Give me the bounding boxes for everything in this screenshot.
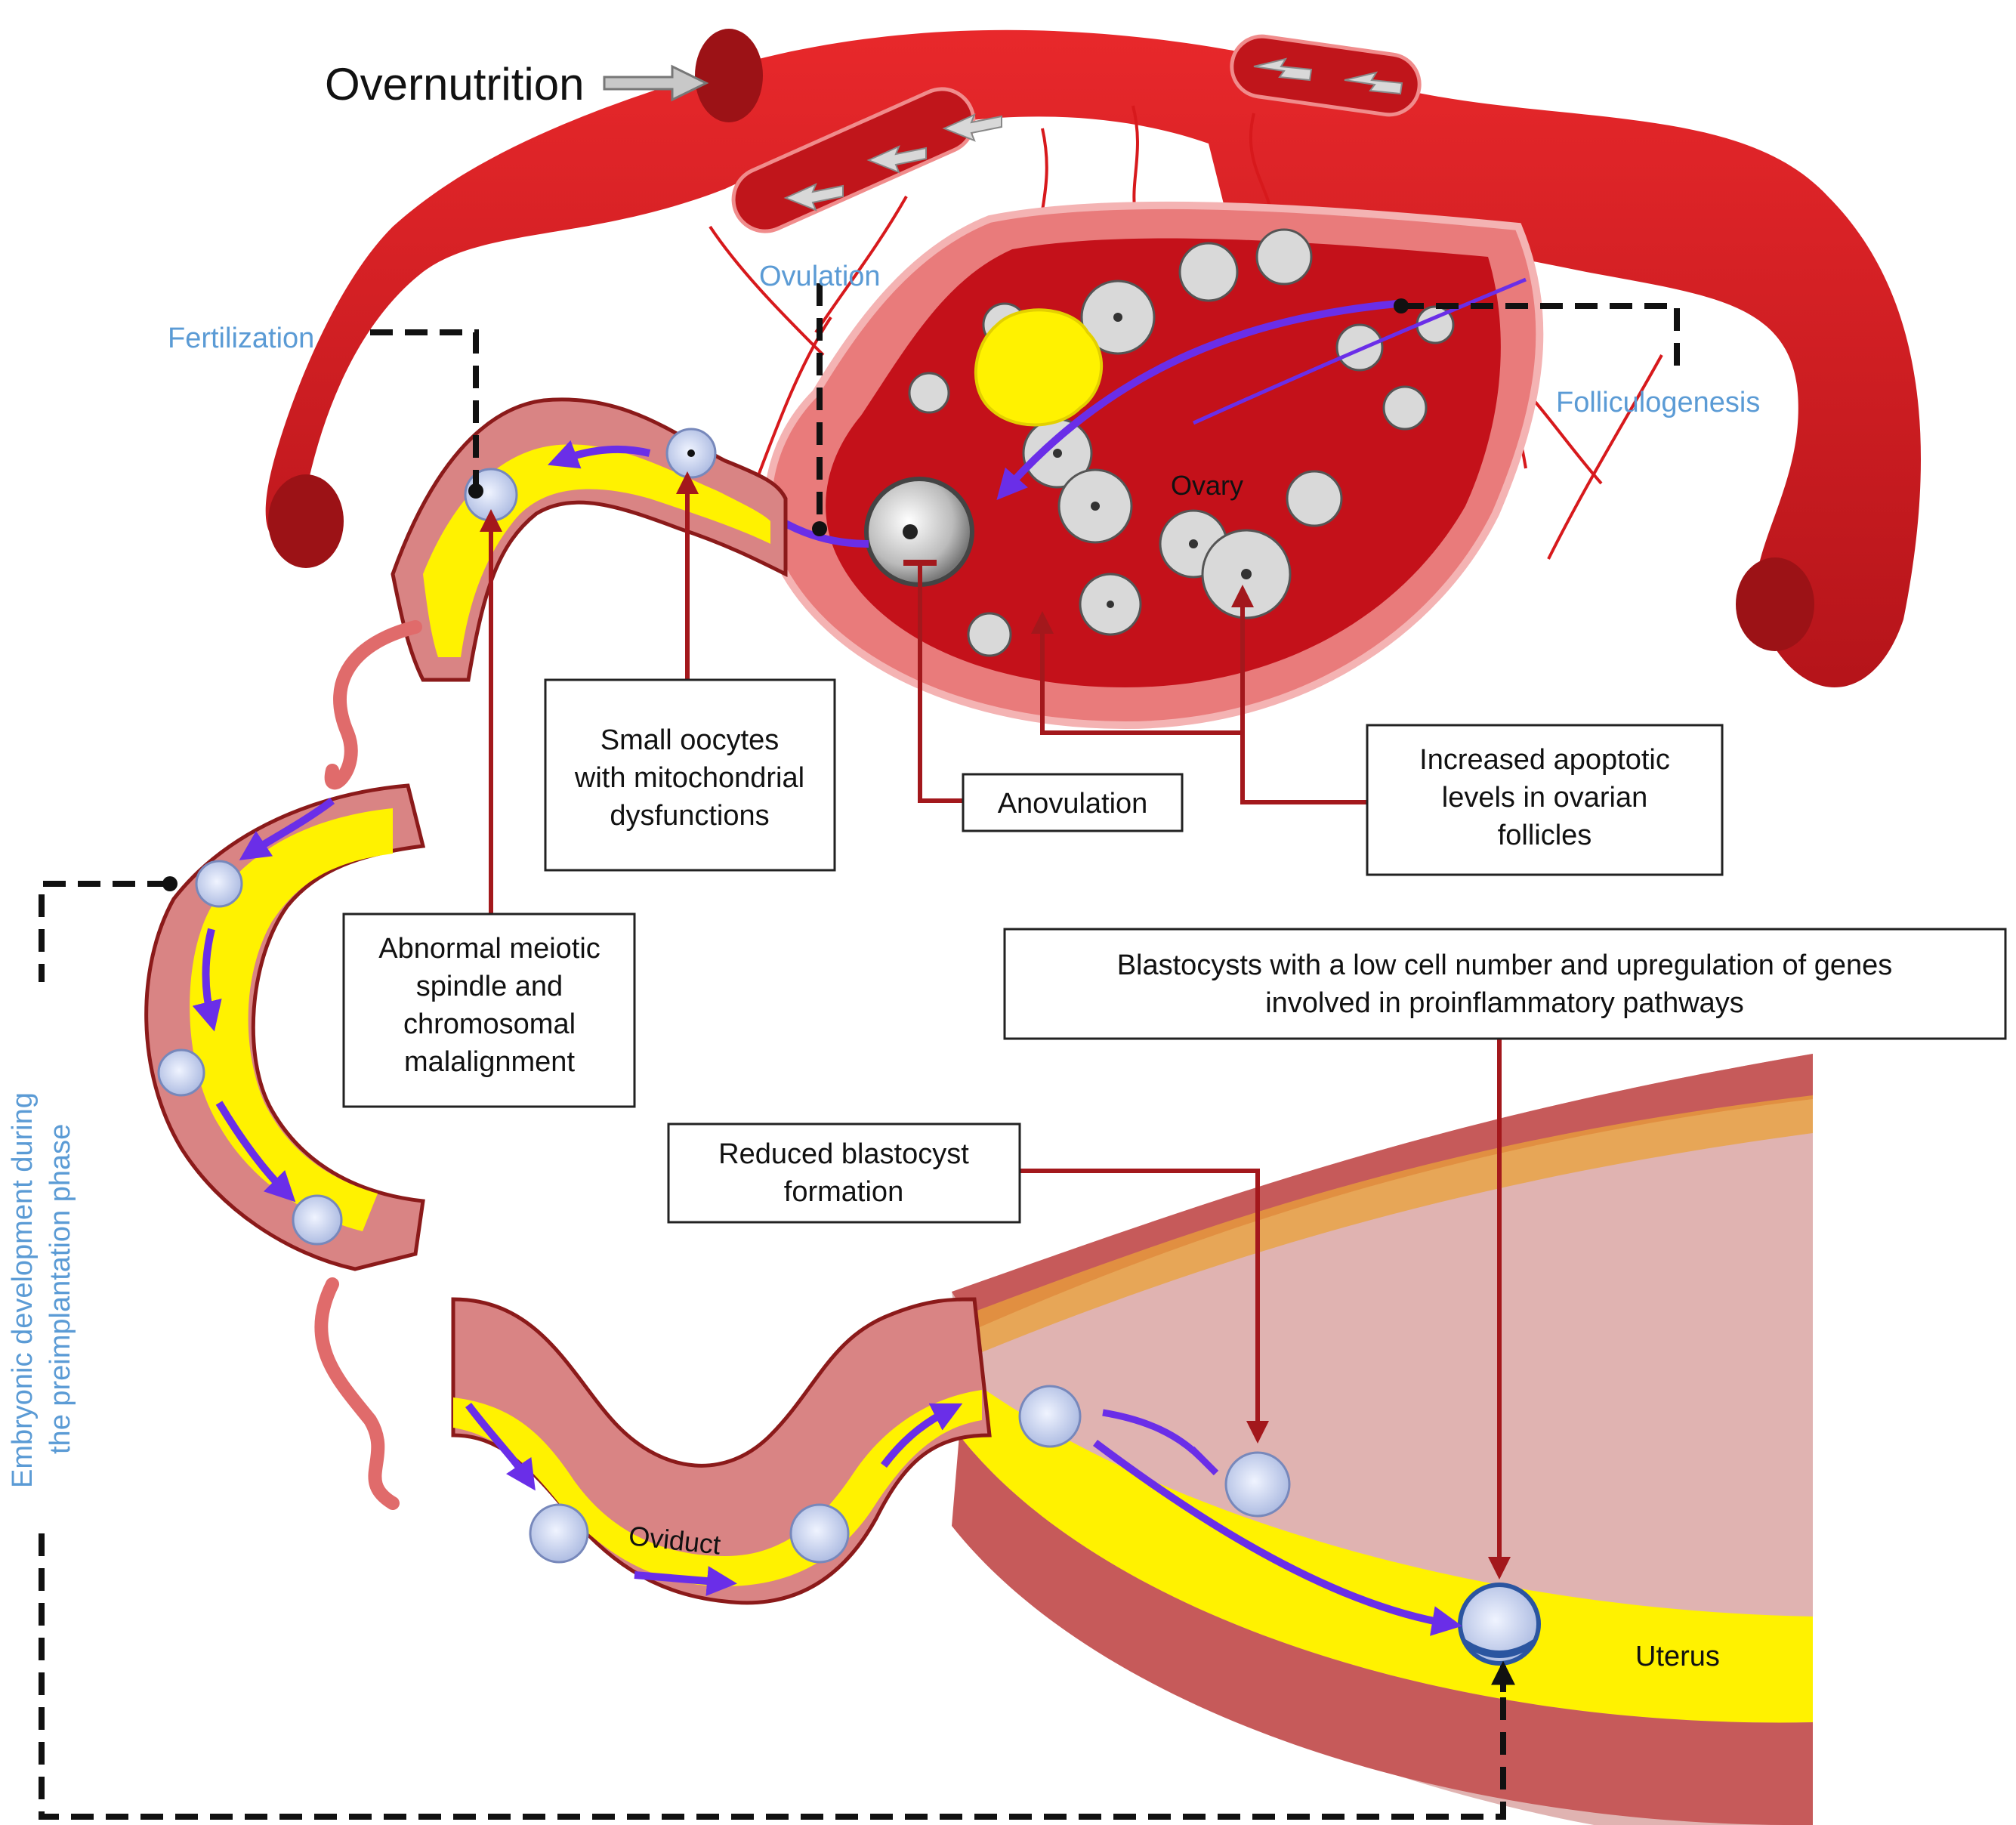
morula-2 (789, 1503, 850, 1564)
box-meiotic: Abnormal meiotic spindle and chromosomal… (342, 912, 636, 1108)
two-cell-embryo (195, 860, 243, 908)
dashed-connectors (39, 283, 1680, 1820)
box-reduced-blastocyst: Reduced blastocyst formation (667, 1122, 1021, 1224)
uterus (952, 1054, 1813, 1825)
overnutrition-label: Overnutrition (325, 59, 584, 110)
oviduct-isthmus (451, 1297, 992, 1605)
uterus-label: Uterus (1635, 1641, 1720, 1672)
ovary (764, 201, 1544, 730)
corpus-luteum (974, 308, 1104, 427)
folliculogenesis-label: Folliculogenesis (1556, 387, 1760, 418)
box-blastocysts-low: Blastocysts with a low cell number and u… (1003, 928, 2007, 1040)
ovulation-label: Ovulation (759, 261, 881, 292)
box-small-oocytes-line1: Small oocytes (600, 724, 780, 756)
box-apoptotic-line3: follicles (1498, 820, 1592, 851)
eight-cell-embryo (292, 1194, 343, 1246)
box-meiotic-line1: Abnormal meiotic (378, 933, 600, 965)
box-apoptotic: Increased apoptotic levels in ovarian fo… (1366, 724, 1724, 876)
box-apoptotic-line2: levels in ovarian (1442, 782, 1647, 814)
arrested-embryo (1224, 1451, 1291, 1518)
four-cell-embryo (157, 1048, 205, 1097)
box-meiotic-line3: chromosomal (403, 1008, 576, 1040)
ovary-label: Ovary (1171, 470, 1243, 501)
box-reduced-blastocyst-line2: formation (784, 1176, 903, 1208)
effect-connectors (480, 471, 1511, 1580)
box-apoptotic-line1: Increased apoptotic (1419, 744, 1670, 776)
morula-1 (529, 1503, 589, 1564)
ovary-purple-arrow (996, 300, 1398, 500)
box-small-oocytes-line3: dysfunctions (610, 800, 769, 832)
oviduct-infundibulum (391, 397, 788, 682)
box-small-oocytes: Small oocytes with mitochondrial dysfunc… (544, 678, 836, 872)
embryonic-label-line1: Embryonic development during (7, 1092, 39, 1488)
fertilization-label: Fertilization (168, 323, 314, 354)
box-small-oocytes-line2: with mitochondrial (574, 762, 804, 794)
box-reduced-blastocyst-line1: Reduced blastocyst (718, 1138, 969, 1170)
box-meiotic-line4: malalignment (404, 1046, 575, 1078)
oviduct-ampulla (144, 783, 426, 1271)
overnutrition-arrow (603, 64, 709, 102)
follicle-nuclei (1053, 313, 1252, 608)
box-anovulation: Anovulation (962, 773, 1184, 832)
box-anovulation-line1: Anovulation (998, 788, 1148, 820)
box-meiotic-line2: spindle and (416, 971, 563, 1002)
box-blastocysts-low-line2: involved in proinflammatory pathways (1265, 987, 1744, 1019)
embryonic-label-line2: the preimplantation phase (45, 1124, 76, 1454)
box-blastocysts-low-line1: Blastocysts with a low cell number and u… (1117, 950, 1893, 981)
morula-uterine (1018, 1385, 1082, 1448)
